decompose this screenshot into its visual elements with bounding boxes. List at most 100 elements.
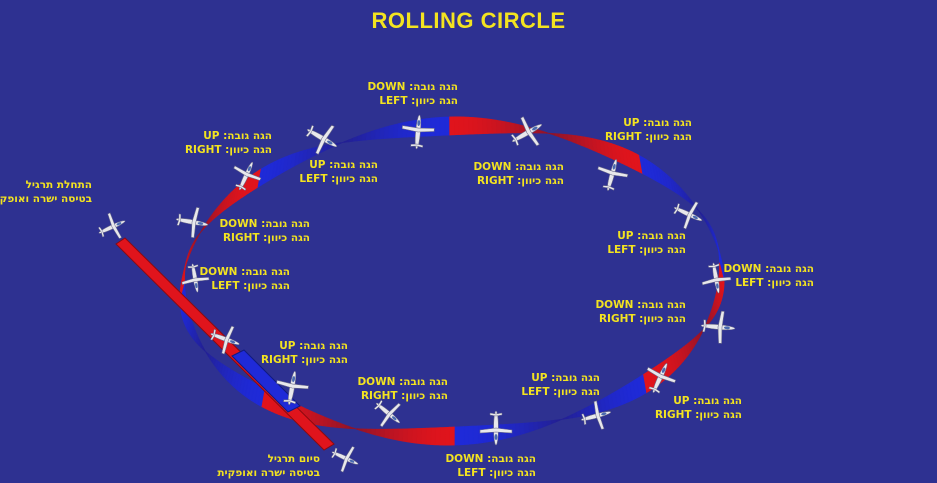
ribbon-segment: [444, 426, 451, 446]
airplane-icon: [597, 159, 629, 191]
elevator-value: UP: [531, 372, 548, 384]
rudder-caption: הגה כיוון:: [639, 244, 686, 256]
rudder-value: RIGHT: [360, 390, 398, 402]
elevator-caption: הגה גובה:: [409, 81, 458, 93]
ribbon-segment: [486, 424, 493, 443]
airplane-icon: [401, 114, 435, 150]
elevator-caption: הגה גובה:: [643, 117, 692, 129]
elevator-value: UP: [617, 230, 634, 242]
ribbon-segment: [449, 116, 455, 136]
ribbon-segment: [477, 425, 484, 444]
control-label-7: UP הגה גובה: LEFT הגה כיוון:: [586, 229, 686, 257]
ribbon-segment: [449, 426, 455, 446]
airplane-icon: [276, 370, 309, 406]
ribbon-segment: [481, 425, 488, 444]
rudder-caption: הגה כיוון:: [645, 131, 692, 143]
control-label-3: UP הגה גובה: RIGHT הגה כיוון:: [592, 116, 692, 144]
ribbon-segment: [472, 425, 479, 445]
flight-path-ribbon: [179, 116, 725, 446]
ribbon-segment: [458, 426, 465, 446]
ribbon-segment: [425, 117, 432, 137]
ribbon-segment: [453, 426, 460, 446]
elevator-caption: הגה גובה:: [223, 130, 272, 142]
rudder-value: RIGHT: [654, 409, 692, 421]
elevator-caption: הגה גובה:: [241, 266, 290, 278]
ribbon-segment: [550, 132, 556, 137]
elevator-value: UP: [673, 395, 690, 407]
rudder-caption: הגה כיוון:: [331, 173, 378, 185]
rudder-caption: הגה כיוון:: [553, 386, 600, 398]
ribbon-segment: [541, 130, 548, 134]
rudder-value: LEFT: [379, 95, 408, 107]
elevator-caption: הגה גובה:: [765, 263, 814, 275]
control-label-1: UP הגה גובה: RIGHT הגה כיוון:: [172, 129, 272, 157]
elevator-caption: הגה גובה:: [299, 340, 348, 352]
elevator-value: DOWN: [723, 263, 762, 275]
ribbon-segment: [463, 425, 469, 446]
ribbon-segment: [545, 420, 552, 427]
elevator-caption: הגה גובה:: [637, 299, 686, 311]
entry-ribbon-twist: [231, 349, 301, 413]
elevator-value: DOWN: [473, 161, 512, 173]
rudder-value: RIGHT: [598, 313, 636, 325]
ribbon-segment: [434, 427, 441, 446]
ribbon-segment: [453, 116, 460, 136]
rudder-caption: הגה כיוון:: [243, 280, 290, 292]
elevator-caption: הגה גובה:: [487, 453, 536, 465]
airplane-icon: [373, 399, 402, 428]
end-label: סיום תרגיל בטיסה ישרה ואופקית: [217, 452, 320, 480]
rudder-caption: הגה כיוון:: [301, 354, 348, 366]
ribbon-segment: [439, 427, 446, 446]
rudder-caption: הגה כיוון:: [695, 409, 742, 421]
rudder-caption: הגה כיוון:: [225, 144, 272, 156]
aircraft-silhouettes: [97, 114, 736, 473]
ribbon-segment: [361, 428, 367, 433]
airplane-icon: [673, 201, 703, 230]
ribbon-segment: [571, 412, 578, 419]
airplane-icon: [510, 116, 543, 147]
elevator-caption: הגה גובה:: [637, 230, 686, 242]
control-label-5: DOWN הגה גובה: RIGHT הגה כיוון:: [464, 160, 564, 188]
airplane-icon: [175, 207, 209, 239]
rudder-caption: הגה כיוון:: [767, 277, 814, 289]
ribbon-segment: [344, 139, 350, 143]
elevator-value: DOWN: [199, 266, 238, 278]
control-label-11: UP הגה גובה: RIGHT הגה כיוון:: [248, 339, 348, 367]
end-label-line2: בטיסה ישרה ואופקית: [217, 467, 320, 479]
airplane-icon: [210, 325, 240, 355]
control-label-12: DOWN הגה גובה: RIGHT הגה כיוון:: [348, 375, 448, 403]
ribbon-segment: [356, 428, 363, 432]
airplane-icon: [646, 363, 677, 394]
rudder-caption: הגה כיוון:: [639, 313, 686, 325]
ribbon-segment: [458, 116, 465, 135]
rudder-value: LEFT: [211, 280, 240, 292]
ribbon-segment: [348, 425, 354, 430]
elevator-caption: הגה גובה:: [399, 376, 448, 388]
elevator-caption: הגה גובה:: [551, 372, 600, 384]
ribbon-segment: [554, 419, 560, 423]
ribbon-segment: [339, 141, 345, 145]
rudder-value: RIGHT: [184, 144, 222, 156]
control-label-9: DOWN הגה גובה: LEFT הגה כיוון:: [714, 262, 814, 290]
rudder-value: RIGHT: [476, 175, 514, 187]
ribbon-segment: [430, 117, 437, 137]
airplane-icon: [305, 124, 338, 155]
airplane-icon: [330, 446, 359, 473]
airplane-icon: [97, 212, 126, 239]
elevator-value: UP: [623, 117, 640, 129]
rudder-value: RIGHT: [604, 131, 642, 143]
elevator-value: UP: [279, 340, 296, 352]
ribbon-segment: [563, 415, 569, 420]
start-label-line1: התחלת תרגיל: [25, 179, 92, 191]
ribbon-segment: [463, 116, 470, 135]
ribbon-segment: [348, 137, 354, 143]
ribbon-segment: [370, 428, 376, 436]
ribbon-segment: [352, 427, 358, 430]
ribbon-segment: [546, 131, 552, 135]
elevator-value: DOWN: [367, 81, 406, 93]
ribbon-segment: [567, 414, 573, 419]
rudder-value: RIGHT: [260, 354, 298, 366]
airplane-icon: [580, 400, 612, 430]
control-label-4: UP הגה גובה: LEFT הגה כיוון:: [278, 158, 378, 186]
ribbon-segment: [435, 116, 441, 137]
